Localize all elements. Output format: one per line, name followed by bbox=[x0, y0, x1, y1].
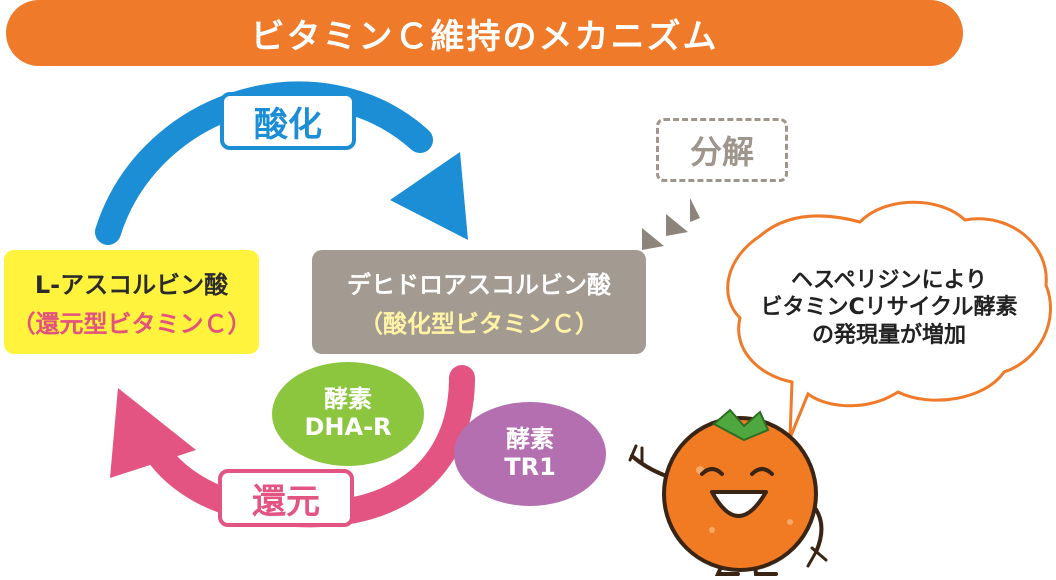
enzyme-tr1: 酵素 TR1 bbox=[454, 402, 606, 506]
title-bar: ビタミンＣ維持のメカニズム bbox=[6, 0, 963, 66]
decomposition-label: 分解 bbox=[656, 118, 788, 182]
speech-bubble-icon bbox=[726, 200, 1052, 439]
speech-text: ヘスペリジンにより ビタミンCリサイクル酵素 の発現量が増加 bbox=[724, 226, 1054, 390]
reduction-label: 還元 bbox=[218, 469, 354, 527]
speech-line-2: ビタミンCリサイクル酵素 bbox=[760, 295, 1018, 321]
speech-line-3: の発現量が増加 bbox=[811, 322, 966, 348]
enzyme-dhar-line1: 酵素 bbox=[324, 385, 372, 414]
enzyme-dhar-line2: DHA-R bbox=[304, 413, 392, 441]
title: ビタミンＣ維持のメカニズム bbox=[250, 16, 719, 57]
oxidized-vitamin-c-box: デヒドロアスコルビン酸 （酸化型ビタミンＣ） bbox=[312, 250, 646, 354]
reduced-subtitle: （還元型ビタミンＣ） bbox=[11, 310, 252, 338]
decomposition-chevron-icon bbox=[642, 198, 700, 250]
speech-line-1: ヘスペリジンにより bbox=[790, 267, 988, 293]
enzyme-tr1-line1: 酵素 bbox=[506, 425, 554, 454]
oxidized-subtitle: （酸化型ビタミンＣ） bbox=[359, 310, 599, 338]
reduced-name: L-アスコルビン酸 bbox=[34, 271, 229, 299]
orange-mascot-icon bbox=[628, 408, 828, 576]
enzyme-dhar: 酵素 DHA-R bbox=[272, 362, 424, 466]
enzyme-tr1-line2: TR1 bbox=[504, 453, 556, 481]
oxidized-name: デヒドロアスコルビン酸 bbox=[347, 271, 611, 299]
reduced-vitamin-c-box: L-アスコルビン酸 （還元型ビタミンＣ） bbox=[4, 250, 259, 354]
oxidation-label: 酸化 bbox=[220, 92, 356, 150]
